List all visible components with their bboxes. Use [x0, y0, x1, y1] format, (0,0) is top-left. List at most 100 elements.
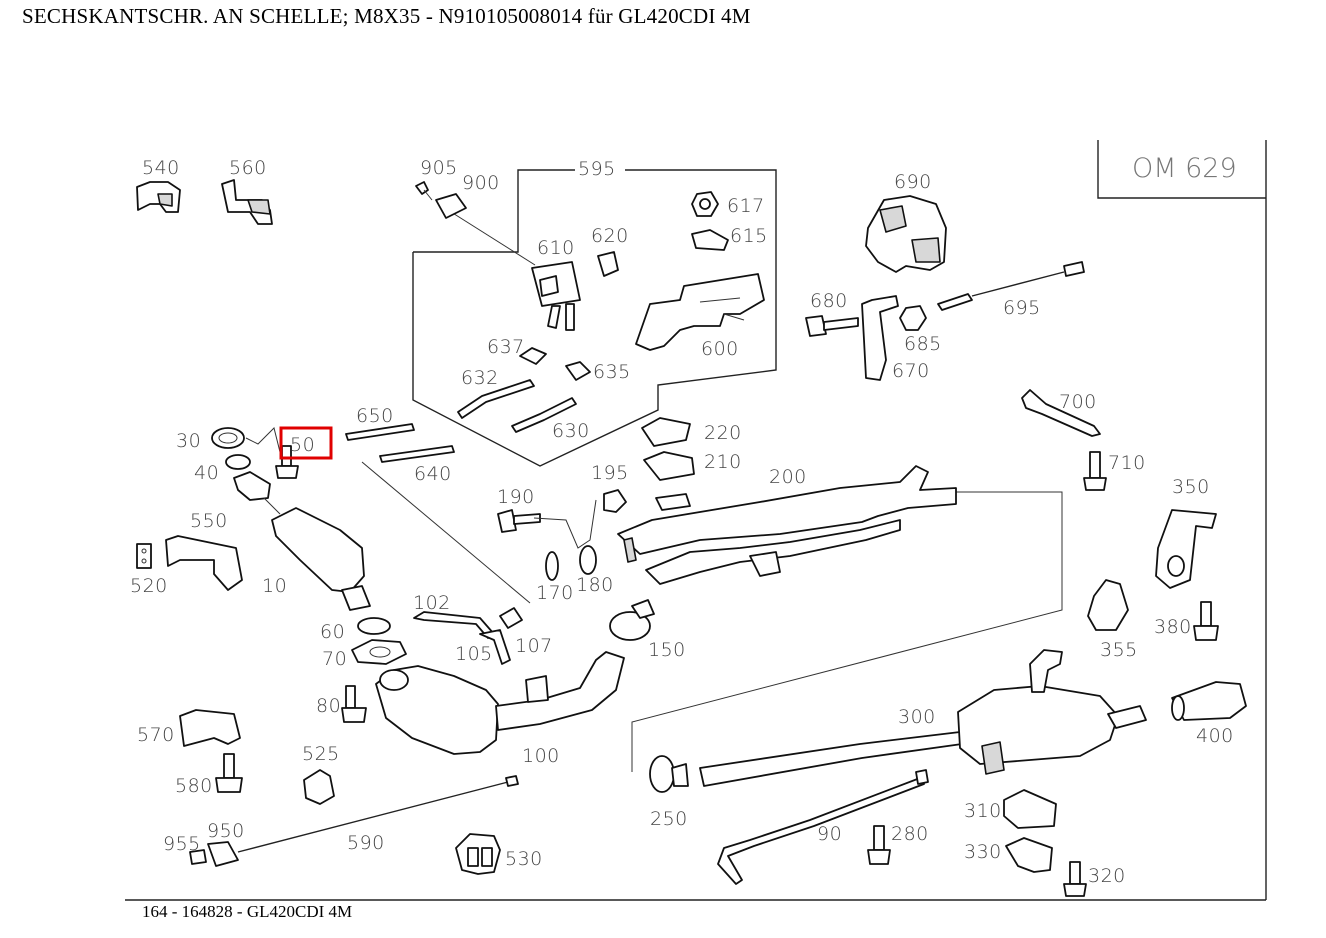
label-580: 580: [175, 775, 213, 797]
part-200-icon[interactable]: [617, 465, 957, 585]
part-710-icon[interactable]: [1083, 451, 1107, 491]
part-610-icon[interactable]: [531, 261, 581, 331]
footer-caption: 164 - 164828 - GL420CDI 4M: [142, 902, 353, 921]
label-525: 525: [302, 743, 340, 765]
engine-code-box: [1097, 140, 1266, 199]
label-540: 540: [142, 157, 180, 179]
part-355-icon[interactable]: [1087, 579, 1129, 631]
label-70: 70: [322, 648, 347, 670]
part-150-icon[interactable]: [609, 599, 655, 641]
part-10-icon[interactable]: [233, 471, 371, 611]
part-70-icon[interactable]: [351, 639, 407, 665]
label-635: 635: [593, 361, 631, 383]
part-695-icon[interactable]: [937, 261, 1085, 311]
part-80-icon[interactable]: [341, 685, 367, 723]
part-680-icon[interactable]: [805, 315, 859, 337]
label-590: 590: [347, 832, 385, 854]
label-520: 520: [130, 575, 168, 597]
label-180: 180: [576, 574, 614, 596]
label-700: 700: [1059, 391, 1097, 413]
part-600-icon[interactable]: [635, 273, 765, 351]
part-520-icon[interactable]: [136, 543, 152, 569]
part-640-icon[interactable]: [379, 445, 455, 463]
part-632-icon[interactable]: [457, 379, 535, 419]
label-80: 80: [316, 695, 341, 717]
label-610: 610: [537, 237, 575, 259]
part-530-icon[interactable]: [455, 833, 501, 875]
part-100-icon[interactable]: [375, 651, 625, 755]
label-650: 650: [356, 405, 394, 427]
part-380-icon[interactable]: [1193, 601, 1219, 641]
part-590-icon[interactable]: [237, 775, 519, 853]
part-540-icon[interactable]: [136, 181, 181, 213]
part-570-icon[interactable]: [179, 709, 241, 747]
part-60-icon[interactable]: [357, 617, 391, 635]
part-630-icon[interactable]: [511, 397, 577, 433]
part-105-icon[interactable]: [479, 629, 511, 665]
label-640: 640: [414, 463, 452, 485]
part-905-icon[interactable]: [415, 181, 467, 219]
part-950-icon[interactable]: [189, 841, 239, 867]
label-102: 102: [413, 592, 451, 614]
part-560-icon[interactable]: [221, 179, 273, 225]
label-600: 600: [701, 338, 739, 360]
page-title: SECHSKANTSCHR. AN SCHELLE; M8X35 - N9101…: [22, 4, 751, 28]
part-550-icon[interactable]: [165, 535, 243, 591]
part-107-icon[interactable]: [499, 607, 523, 629]
label-195: 195: [591, 462, 629, 484]
part-690-icon[interactable]: [865, 195, 947, 273]
label-320: 320: [1088, 865, 1126, 887]
part-650-icon[interactable]: [345, 423, 415, 441]
highlight-box-50: [279, 426, 333, 460]
label-60: 60: [320, 621, 345, 643]
part-525-icon[interactable]: [303, 769, 335, 805]
part-670-icon[interactable]: [861, 295, 899, 381]
label-670: 670: [892, 360, 930, 382]
label-107: 107: [515, 635, 553, 657]
part-320-icon[interactable]: [1063, 861, 1087, 897]
part-700-icon[interactable]: [1021, 389, 1101, 437]
label-170: 170: [536, 582, 574, 604]
label-955: 955: [163, 833, 201, 855]
label-620: 620: [591, 225, 629, 247]
label-637: 637: [487, 336, 525, 358]
label-690: 690: [894, 171, 932, 193]
part-330-icon[interactable]: [1005, 837, 1053, 873]
label-190: 190: [497, 486, 535, 508]
part-220-icon[interactable]: [641, 417, 691, 447]
part-615-icon[interactable]: [691, 229, 729, 251]
label-250: 250: [650, 808, 688, 830]
label-615: 615: [730, 225, 768, 247]
label-632: 632: [461, 367, 499, 389]
part-170-icon[interactable]: [545, 551, 559, 581]
part-580-icon[interactable]: [215, 753, 243, 793]
part-637-icon[interactable]: [519, 347, 547, 365]
part-685-icon[interactable]: [899, 305, 927, 331]
label-530: 530: [505, 848, 543, 870]
label-905: 905: [420, 157, 458, 179]
part-30-icon[interactable]: [211, 427, 245, 449]
part-40-icon[interactable]: [225, 454, 251, 470]
part-310-icon[interactable]: [1003, 789, 1057, 829]
part-180-icon[interactable]: [579, 545, 597, 575]
part-250-icon[interactable]: [649, 755, 689, 793]
label-570: 570: [137, 724, 175, 746]
part-350-icon[interactable]: [1155, 509, 1217, 589]
part-50-icon[interactable]: [275, 445, 299, 479]
part-635-icon[interactable]: [565, 361, 591, 381]
label-150: 150: [648, 639, 686, 661]
label-330: 330: [964, 841, 1002, 863]
part-300-icon[interactable]: [699, 649, 1147, 787]
part-617-icon[interactable]: [691, 191, 719, 217]
part-210-icon[interactable]: [643, 451, 695, 481]
part-90-icon[interactable]: [717, 769, 929, 885]
label-300: 300: [898, 706, 936, 728]
label-900: 900: [462, 172, 500, 194]
part-190-icon[interactable]: [497, 509, 541, 533]
part-400-icon[interactable]: [1171, 681, 1247, 721]
part-620-icon[interactable]: [597, 251, 619, 277]
part-195-icon[interactable]: [603, 489, 627, 513]
label-50[interactable]: 50: [290, 434, 315, 456]
part-280-icon[interactable]: [867, 825, 891, 865]
